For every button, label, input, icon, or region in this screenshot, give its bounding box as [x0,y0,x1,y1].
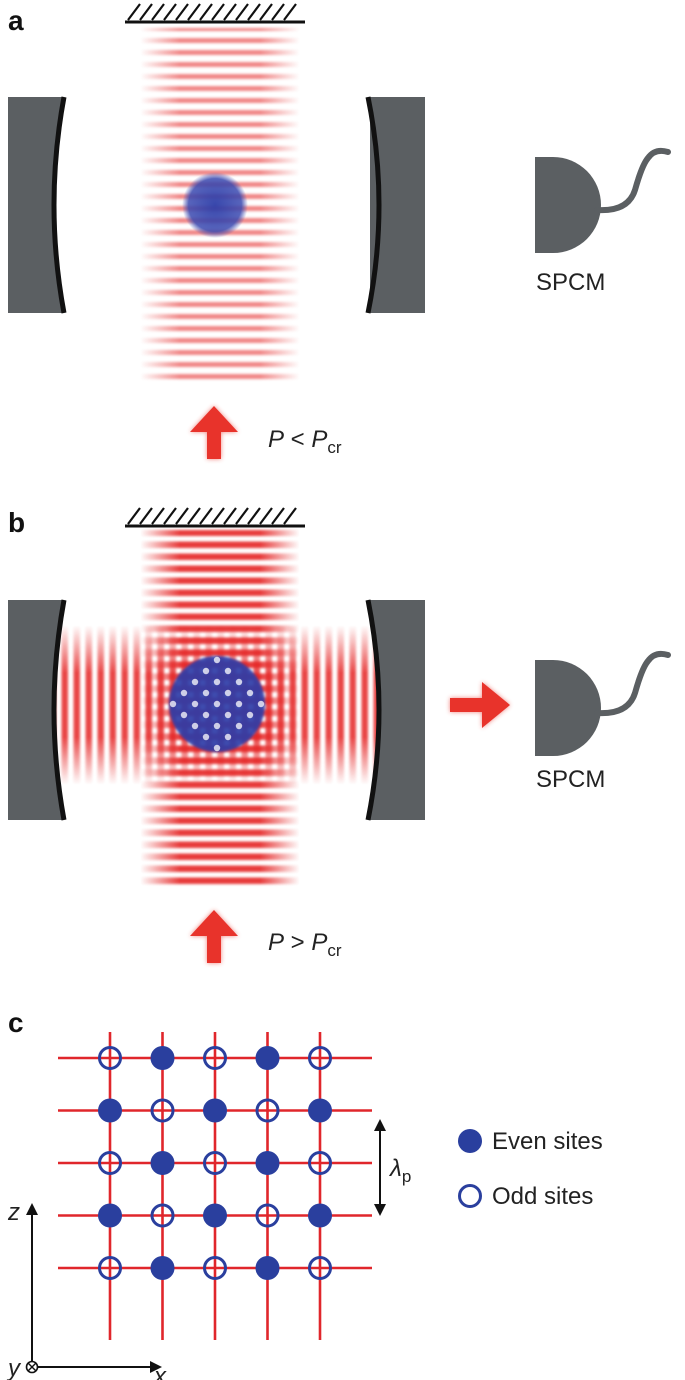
lattice-site-odd [308,1046,332,1070]
legend: Even sites Odd sites [458,1128,603,1210]
atom-density-dot [191,678,199,686]
lattice [58,1032,372,1340]
retro-mirror-b [125,507,305,528]
lattice-site-even [308,1098,332,1123]
spcm-detector-b [535,650,671,756]
atom-density-dot [191,722,199,730]
lattice-site-odd [150,1203,175,1228]
atom-density-dot [224,667,232,675]
atom-density-dot [202,689,210,697]
panel-b-label: b [8,507,25,538]
retro-mirror-a [125,3,305,24]
atom-density-dot [213,744,221,752]
atom-density-dot [213,700,221,708]
lattice-site-even [150,1256,175,1280]
lattice-site-odd [203,1046,227,1070]
axis-z-label: z [7,1199,20,1226]
atom-density-dot [180,689,188,697]
lattice-site-odd [98,1256,122,1280]
axis-x-label: x [153,1363,167,1380]
spcm-label-b: SPCM [536,766,605,793]
atom-density-dot [180,711,188,719]
cavity-output-arrow-b [450,682,510,728]
lattice-site-even [98,1098,122,1123]
lattice-site-odd [255,1203,280,1228]
atom-density-dot [213,656,221,664]
lattice-site-even [203,1098,227,1123]
lattice-site-odd [203,1256,227,1280]
legend-even-marker [458,1129,482,1153]
axis-y-label: y [6,1355,22,1380]
coordinate-axes [25,1203,162,1374]
cavity-mirror-left-a [8,96,67,314]
spcm-detector-a [535,147,671,253]
lattice-site-odd [150,1098,175,1123]
cavity-mirror-right-a [365,96,425,314]
lattice-site-even [255,1151,280,1175]
atom-density-dot [224,711,232,719]
atom-density-dot [235,722,243,730]
atom-density-dot [224,689,232,697]
lattice-site-even [150,1151,175,1175]
atom-density-dot [246,689,254,697]
cavity-mirror-right-b [365,599,425,821]
atom-density-dot [213,678,221,686]
panel-c-label: c [8,1007,24,1038]
panel-c: c λp Even sites Odd sites z [6,1007,603,1380]
lattice-site-odd [98,1046,122,1070]
atom-density-dot [257,700,265,708]
atom-density-dot [213,722,221,730]
lattice-site-even [255,1046,280,1070]
lattice-site-even [255,1256,280,1280]
atom-density-dot [202,711,210,719]
cavity-mirror-left-b [8,599,67,821]
spcm-label-a: SPCM [536,269,605,296]
atom-density-dot [235,678,243,686]
condition-a: P < Pcr [268,426,342,457]
lattice-site-odd [98,1151,122,1175]
atom-density-dot [224,733,232,741]
condition-b: P > Pcr [268,929,342,960]
lattice-site-even [150,1046,175,1070]
lattice-site-odd [308,1256,332,1280]
pump-arrow-b [190,910,238,963]
panel-b: b [8,507,671,963]
atom-density-dot [202,733,210,741]
atom-cloud-b [169,656,265,752]
pump-arrow-a [190,406,238,459]
atom-density-dot [169,700,177,708]
atom-density-dot [235,700,243,708]
lattice-site-odd [255,1098,280,1123]
legend-odd-label: Odd sites [492,1183,593,1210]
atom-density-dot [246,711,254,719]
legend-odd-marker [458,1184,482,1208]
legend-even-label: Even sites [492,1128,603,1155]
panel-a: a [8,3,671,459]
atom-density-dot [202,667,210,675]
lattice-site-odd [203,1151,227,1175]
atom-cloud-a [182,172,248,238]
panel-a-label: a [8,5,24,36]
lattice-site-even [98,1203,122,1228]
lattice-spacing-indicator [374,1119,386,1216]
atom-density-dot [191,700,199,708]
lattice-site-even [203,1203,227,1228]
lattice-site-even [308,1203,332,1228]
lattice-spacing-label: λp [388,1155,411,1186]
lattice-site-odd [308,1151,332,1175]
